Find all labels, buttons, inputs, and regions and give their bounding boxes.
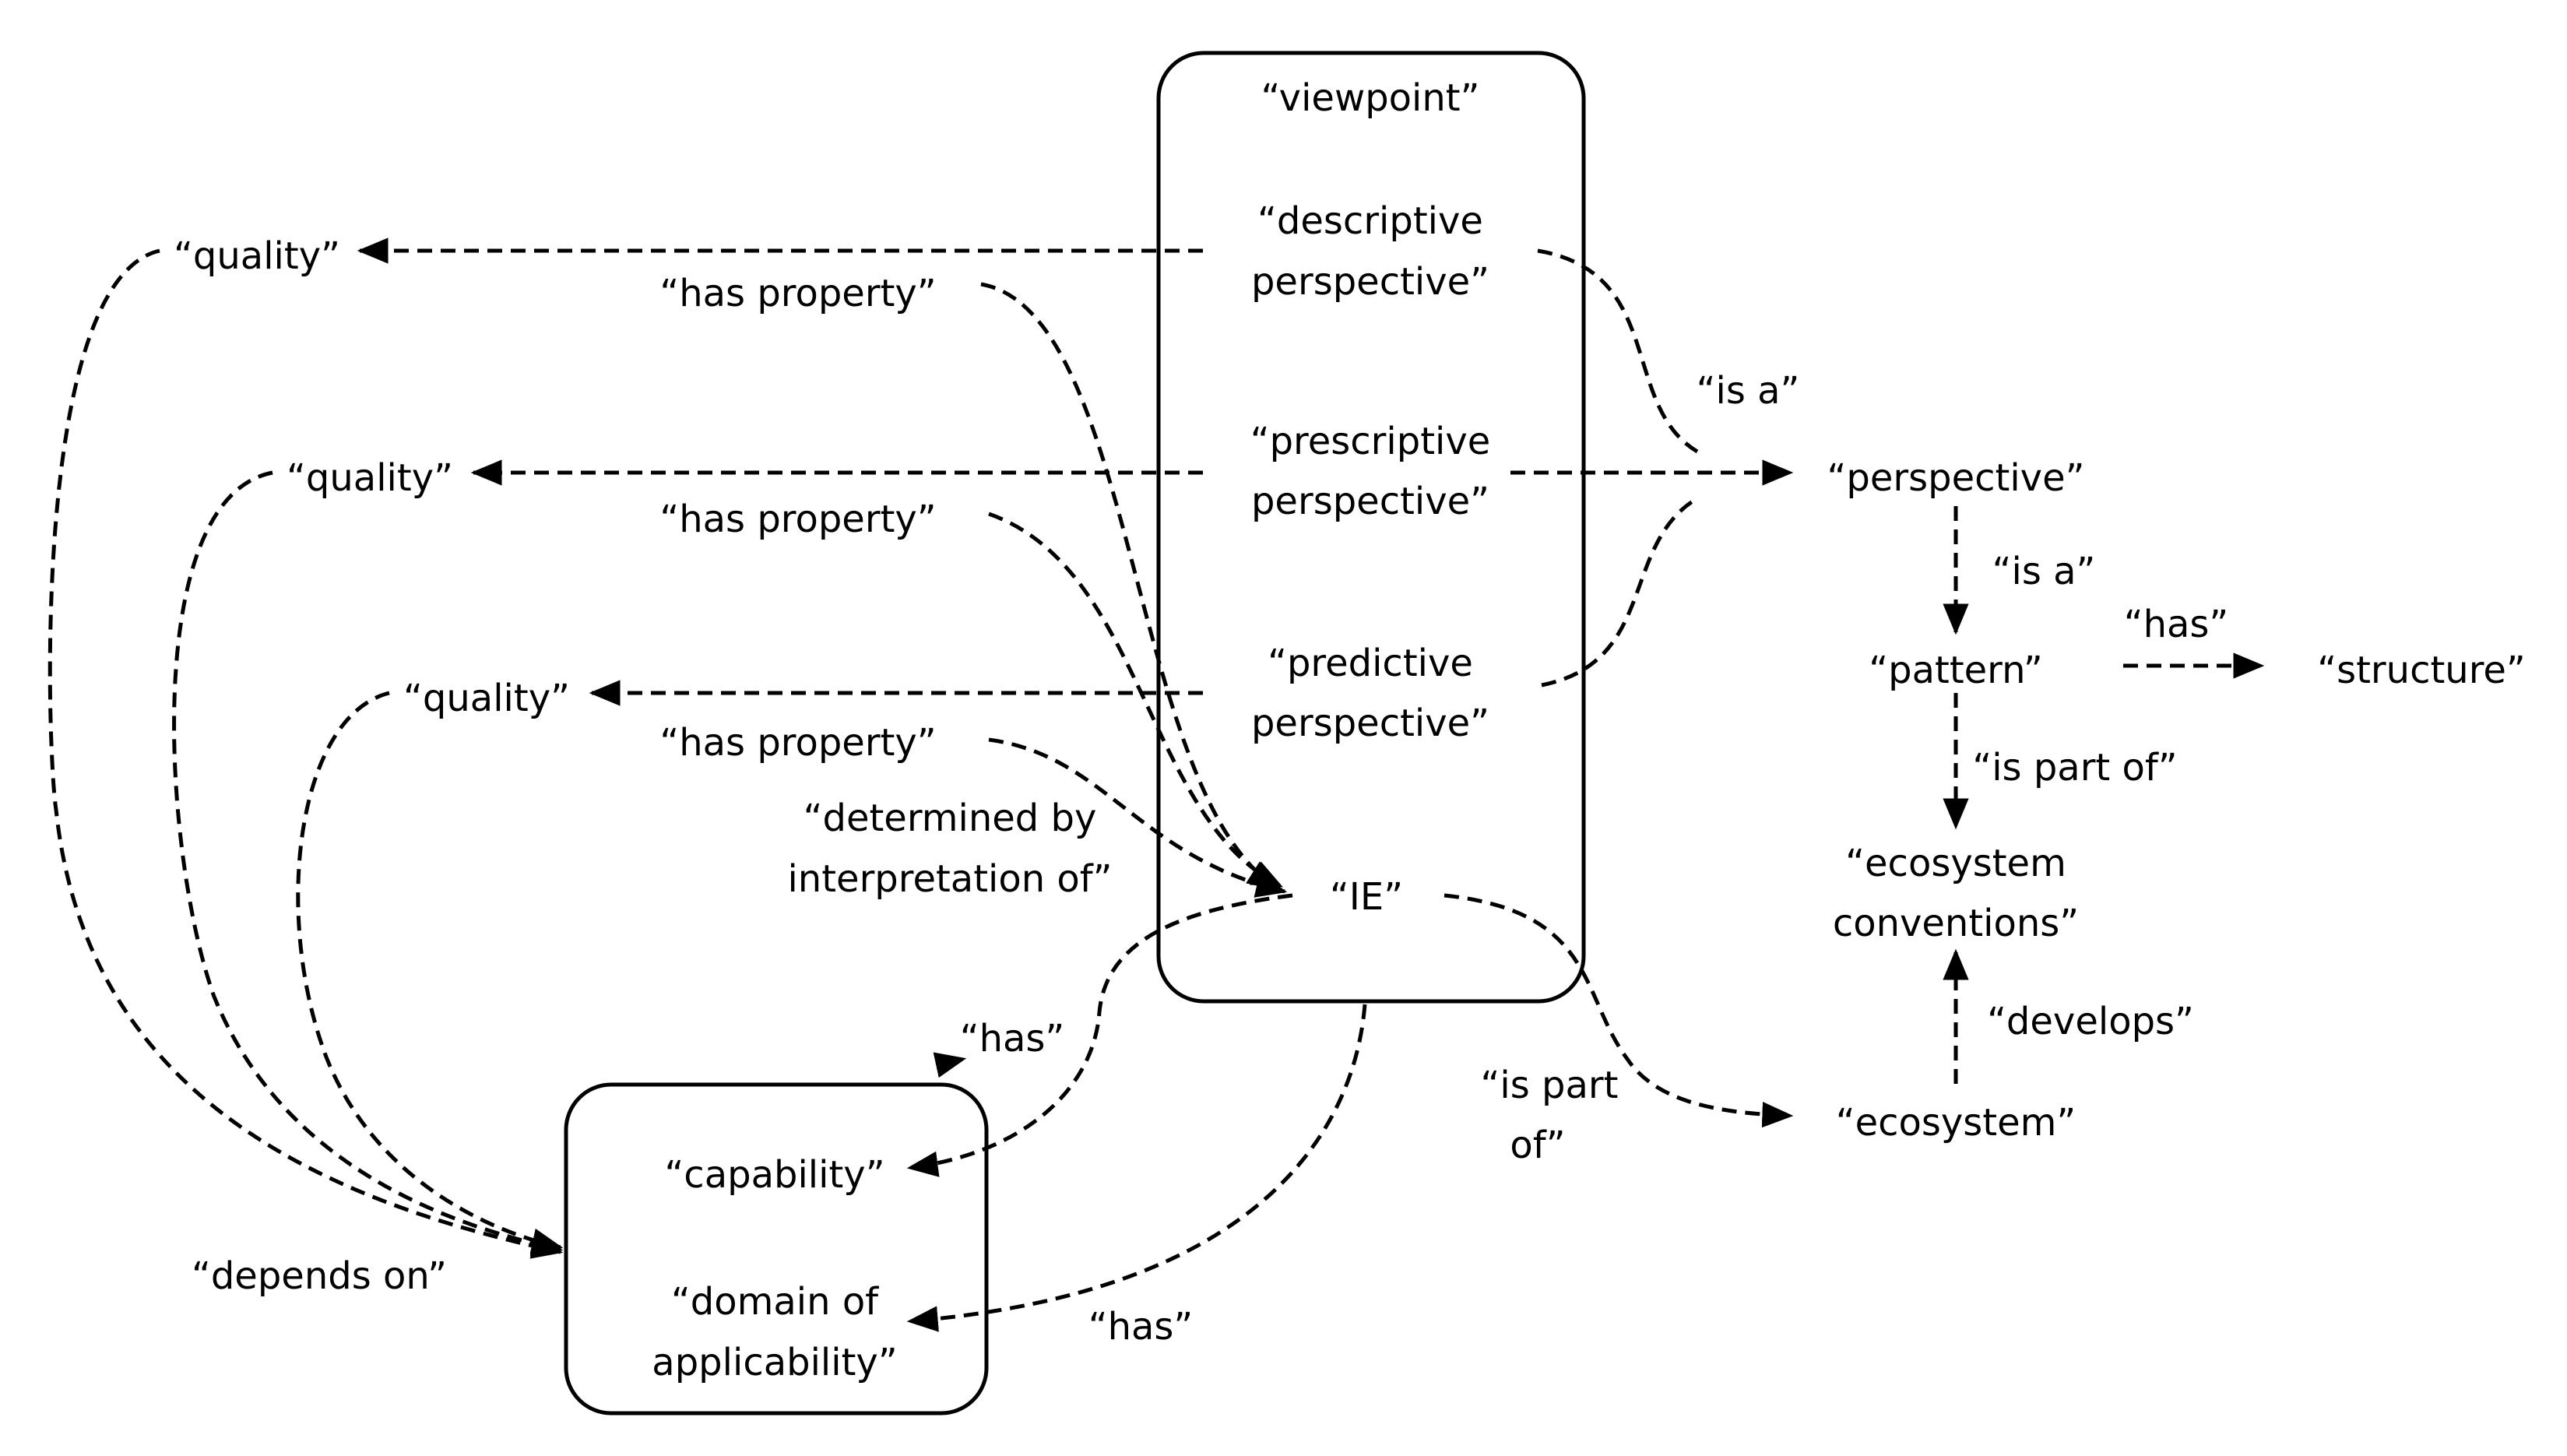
edge-has-property-3 <box>988 737 1288 898</box>
node-ecosystem: “ecosystem” <box>1836 1101 2076 1145</box>
edge-label-has-structure: “has” <box>2124 603 2229 646</box>
node-perspective: “perspective” <box>1827 456 2085 500</box>
node-predictive-line2: perspective” <box>1251 702 1489 745</box>
edge-predictive-is-a <box>1541 496 1699 688</box>
edge-label-has-property-2: “has property” <box>659 498 936 541</box>
edge-labels: “has property” “has property” “has prope… <box>192 272 2228 1349</box>
capability-box <box>564 1082 989 1416</box>
edge-capability-ie <box>933 1052 967 1078</box>
node-quality-3: “quality” <box>403 677 570 720</box>
edge-has-property-1 <box>980 282 1279 890</box>
node-domain-line1: “domain of <box>671 1280 879 1324</box>
edge-label-determined-line1: “determined by <box>804 797 1097 840</box>
edge-depends-on-1 <box>47 248 564 1259</box>
edge-label-has-property-1: “has property” <box>659 272 936 315</box>
node-viewpoint: “viewpoint” <box>1261 76 1480 120</box>
edge-descriptive-is-a <box>1537 248 1699 454</box>
edge-label-has-property-3: “has property” <box>659 721 936 765</box>
node-prescriptive-line1: “prescriptive <box>1250 420 1491 463</box>
node-structure: “structure” <box>2317 649 2526 692</box>
node-quality-1: “quality” <box>174 234 340 278</box>
node-pattern: “pattern” <box>1869 649 2042 692</box>
edge-label-depends-on: “depends on” <box>192 1254 447 1298</box>
edge-label-is-a-2: “is a” <box>1992 550 2096 593</box>
node-labels: “viewpoint” “descriptive perspective” “p… <box>174 76 2526 1384</box>
edge-label-has-domain: “has” <box>1088 1305 1194 1349</box>
node-predictive-line1: “predictive <box>1268 642 1473 685</box>
edge-label-is-part-of-ecosystem-line2: of” <box>1510 1124 1565 1167</box>
node-quality-2: “quality” <box>287 456 453 500</box>
edge-depends-on-2 <box>172 470 564 1257</box>
edges <box>47 237 2265 1332</box>
edge-has-capability <box>906 893 1293 1177</box>
edge-has-property-2 <box>988 512 1283 888</box>
node-conventions-line1: “ecosystem <box>1845 842 2066 885</box>
node-capability: “capability” <box>664 1153 884 1197</box>
edge-label-is-a-1: “is a” <box>1697 369 1800 413</box>
edge-has-domain <box>906 1004 1367 1332</box>
node-domain-line2: applicability” <box>652 1341 897 1384</box>
node-descriptive-line2: perspective” <box>1251 260 1489 304</box>
node-prescriptive-line2: perspective” <box>1251 480 1489 523</box>
edge-depends-on-3 <box>296 691 564 1254</box>
edge-label-determined-line2: interpretation of” <box>787 857 1112 901</box>
viewpoint-box <box>1156 51 1586 1004</box>
node-conventions-line2: conventions” <box>1833 902 2079 945</box>
node-descriptive-line1: “descriptive <box>1257 199 1483 243</box>
node-ie: “IE” <box>1330 875 1403 919</box>
edge-label-is-part-of-ecosystem-line1: “is part <box>1481 1064 1619 1107</box>
edge-label-is-part-of-conventions: “is part of” <box>1972 746 2177 790</box>
edge-label-has-capability: “has” <box>960 1017 1065 1060</box>
edge-label-develops: “develops” <box>1987 1000 2194 1043</box>
edge-ie-ecosystem <box>1443 893 1794 1128</box>
